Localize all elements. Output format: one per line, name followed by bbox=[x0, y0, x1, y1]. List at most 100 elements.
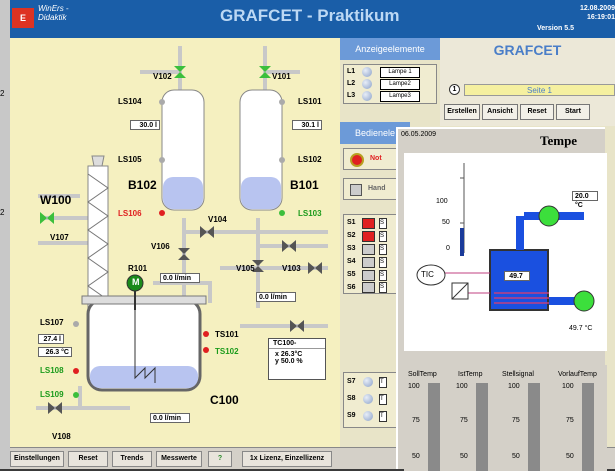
temperature-window[interactable]: 06.05.2009 Tempe 100 50 0 20.0 °C bbox=[396, 127, 607, 471]
taster-s9-label: S9 bbox=[347, 412, 356, 419]
switch-s1-button[interactable]: S bbox=[379, 218, 387, 229]
page-selector[interactable]: Seite 1 bbox=[464, 84, 615, 96]
switch-s5-label: S5 bbox=[347, 271, 356, 278]
gauge-tick: 100 bbox=[562, 383, 574, 390]
ansicht-button[interactable]: Ansicht bbox=[482, 104, 518, 120]
step-number-icon: 1 bbox=[449, 84, 460, 95]
bg-label: 2 bbox=[0, 89, 5, 98]
sensor-ls105-label: LS105 bbox=[118, 155, 142, 164]
outlet-temp-label: 49.7 °C bbox=[569, 325, 593, 332]
sensor-ls104-label: LS104 bbox=[118, 97, 142, 106]
version-label: Version 5.5 bbox=[537, 25, 574, 32]
valve-v102-label: V102 bbox=[153, 72, 172, 81]
bediene-header: Bedienele bbox=[340, 122, 410, 144]
gauge-label-isttemp: IstTemp bbox=[458, 371, 483, 378]
temp-process-view: 100 50 0 20.0 °C 49.7 49.7 °C TIC bbox=[404, 153, 607, 351]
lamp-l3-icon bbox=[362, 91, 372, 101]
sensor-ls107-label: LS107 bbox=[40, 318, 64, 327]
hand-label: Hand bbox=[368, 185, 386, 192]
switch-s2-button[interactable]: S bbox=[379, 231, 387, 242]
lamp-l2-icon bbox=[362, 79, 372, 89]
messwerte-button[interactable]: Messwerte bbox=[156, 451, 202, 467]
switch-s3[interactable] bbox=[362, 244, 375, 255]
taster-s7-button[interactable]: T bbox=[379, 377, 387, 388]
switch-s6-button[interactable]: S bbox=[379, 282, 387, 293]
erstellen-button[interactable]: Erstellen bbox=[444, 104, 480, 120]
taster-group: S7 T S8 T S9 T bbox=[343, 372, 409, 428]
lamp-l2-id: L2 bbox=[347, 80, 356, 87]
switch-s3-button[interactable]: S bbox=[379, 244, 387, 255]
not-aus-group: Not bbox=[343, 148, 409, 170]
reset-button[interactable]: Reset bbox=[520, 104, 554, 120]
gauge-bar-solltemp bbox=[428, 383, 440, 471]
motor-symbol: M bbox=[132, 277, 140, 287]
taster-s9-button[interactable]: T bbox=[379, 411, 387, 422]
start-button[interactable]: Start bbox=[556, 104, 590, 120]
valve-v107-label: V107 bbox=[50, 233, 69, 242]
app-name-line1: WinErs - bbox=[38, 4, 69, 13]
trends-button[interactable]: Trends bbox=[112, 451, 152, 467]
switch-s6-label: S6 bbox=[347, 284, 356, 291]
b102-level-display: 30.0 l bbox=[130, 120, 160, 130]
gauge-tick: 50 bbox=[512, 453, 520, 460]
v103-flow-display: 0.0 l/min bbox=[256, 292, 296, 302]
taster-s8-label: S8 bbox=[347, 395, 356, 402]
switch-s5[interactable] bbox=[362, 270, 375, 281]
valve-v103-label: V103 bbox=[282, 264, 301, 273]
switch-s5-button[interactable]: S bbox=[379, 270, 387, 281]
b101-level-display: 30.1 l bbox=[292, 120, 322, 130]
temp-window-title: Tempe bbox=[540, 133, 578, 148]
gauge-tick: 75 bbox=[512, 417, 520, 424]
temp-gauges: SollTemp IstTemp Stellsignal VorlaufTemp… bbox=[404, 365, 607, 471]
axis-tick: 50 bbox=[442, 219, 450, 226]
grafcet-panel: GRAFCET 1 Seite 1 Erstellen Ansicht Rese… bbox=[440, 38, 615, 126]
c100-level-display: 27.4 l bbox=[38, 334, 64, 344]
valve-v106-label: V106 bbox=[151, 242, 170, 251]
help-icon[interactable]: ? bbox=[208, 451, 232, 467]
switch-s1-label: S1 bbox=[347, 219, 356, 226]
tank-b101-label: B101 bbox=[290, 178, 319, 192]
bottom-reset-button[interactable]: Reset bbox=[68, 451, 108, 467]
valve-v104-label: V104 bbox=[208, 215, 227, 224]
hand-toggle[interactable] bbox=[350, 184, 362, 196]
switch-s4-button[interactable]: S bbox=[379, 257, 387, 268]
tc100-x-value: x 26.3°C bbox=[275, 351, 303, 358]
gauge-tick: 75 bbox=[460, 417, 468, 424]
switch-s4[interactable] bbox=[362, 257, 375, 268]
taster-s8-button[interactable]: T bbox=[379, 394, 387, 405]
valve-v101-label: V101 bbox=[272, 72, 291, 81]
sensor-ts101-label: TS101 bbox=[215, 330, 239, 339]
license-label: 1x Lizenz, Einzellizenz bbox=[242, 451, 332, 467]
emergency-stop-button[interactable] bbox=[350, 153, 364, 167]
axis-tick: 100 bbox=[436, 198, 448, 205]
gauge-tick: 100 bbox=[508, 383, 520, 390]
date-label: 12.08.2009 bbox=[579, 5, 615, 12]
switch-s2-label: S2 bbox=[347, 232, 356, 239]
einstellungen-button[interactable]: Einstellungen bbox=[10, 451, 64, 467]
switch-s2[interactable] bbox=[362, 231, 375, 242]
process-diagram bbox=[36, 46, 328, 414]
app-name: WinErs - Didaktik bbox=[38, 4, 69, 22]
app-logo: E bbox=[12, 8, 34, 28]
sensor-ls101-label: LS101 bbox=[298, 97, 322, 106]
gauge-tick: 50 bbox=[566, 453, 574, 460]
gauge-tick: 75 bbox=[566, 417, 574, 424]
grafcet-title: GRAFCET bbox=[493, 42, 562, 58]
not-label: Not bbox=[370, 155, 382, 162]
switch-s4-label: S4 bbox=[347, 258, 356, 265]
setpoint-display: 20.0 °C bbox=[572, 191, 598, 209]
valve-v105-label: V105 bbox=[236, 264, 255, 273]
switch-s6[interactable] bbox=[362, 282, 375, 293]
gauge-tick: 50 bbox=[460, 453, 468, 460]
switch-s1[interactable] bbox=[362, 218, 375, 229]
lamp-l1-icon bbox=[362, 67, 372, 77]
datetime: 12.08.2009 16:19:01 bbox=[577, 4, 615, 22]
temp-window-date: 06.05.2009 bbox=[401, 131, 437, 138]
gauge-tick: 75 bbox=[412, 417, 420, 424]
taster-s9-lamp bbox=[363, 411, 373, 421]
sensor-ls106-label: LS106 bbox=[118, 209, 142, 218]
axis-tick: 0 bbox=[446, 245, 450, 252]
lamp-l2-label: Lampe2 bbox=[380, 79, 420, 90]
v108-flow-display: 0.0 l/min bbox=[150, 413, 190, 423]
tc100-controller[interactable]: TC100- x 26.3°C y 50.0 % bbox=[268, 338, 326, 380]
